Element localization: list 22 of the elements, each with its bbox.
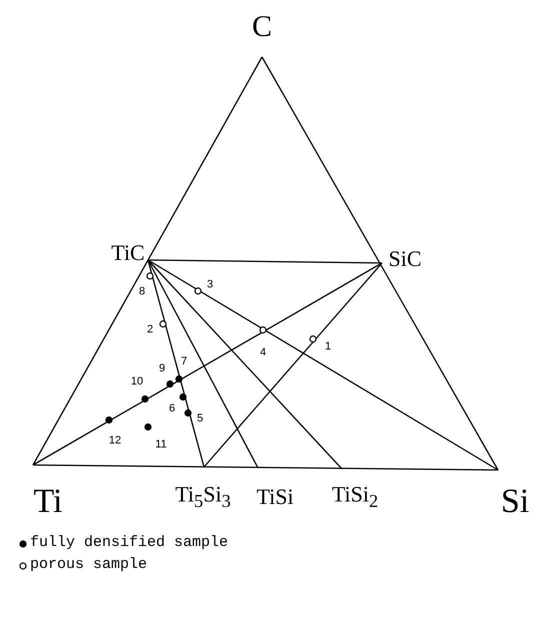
sample-number: 7 (180, 356, 188, 368)
phase-label: SiC (388, 248, 422, 270)
vertex-label: Si (500, 485, 530, 519)
legend-text: porous sample (30, 556, 148, 573)
sample-number: 3 (206, 280, 214, 290)
phase-label: TiC (111, 242, 145, 264)
sample-number: 1 (324, 342, 332, 352)
sample-number: 9 (158, 364, 166, 374)
sample-number: 5 (196, 414, 204, 424)
sample-number: 11 (155, 440, 167, 450)
legend-text: fully densified sample (30, 534, 228, 551)
sample-number: 12 (108, 436, 122, 446)
phase-label: TiSi (256, 486, 294, 508)
sample-number: 10 (130, 376, 144, 388)
phase-label: TiSi$_{2}$ (332, 484, 378, 510)
vertex-label: Ti (33, 485, 63, 519)
phase-label: Ti$_{5}$Si$_{3}$ (175, 484, 231, 510)
sample-number: 8 (138, 286, 146, 298)
sample-number: 4 (260, 348, 266, 358)
sample-number: 6 (168, 404, 176, 414)
vertex-label: C (252, 12, 272, 42)
sample-number: 2 (146, 324, 154, 336)
